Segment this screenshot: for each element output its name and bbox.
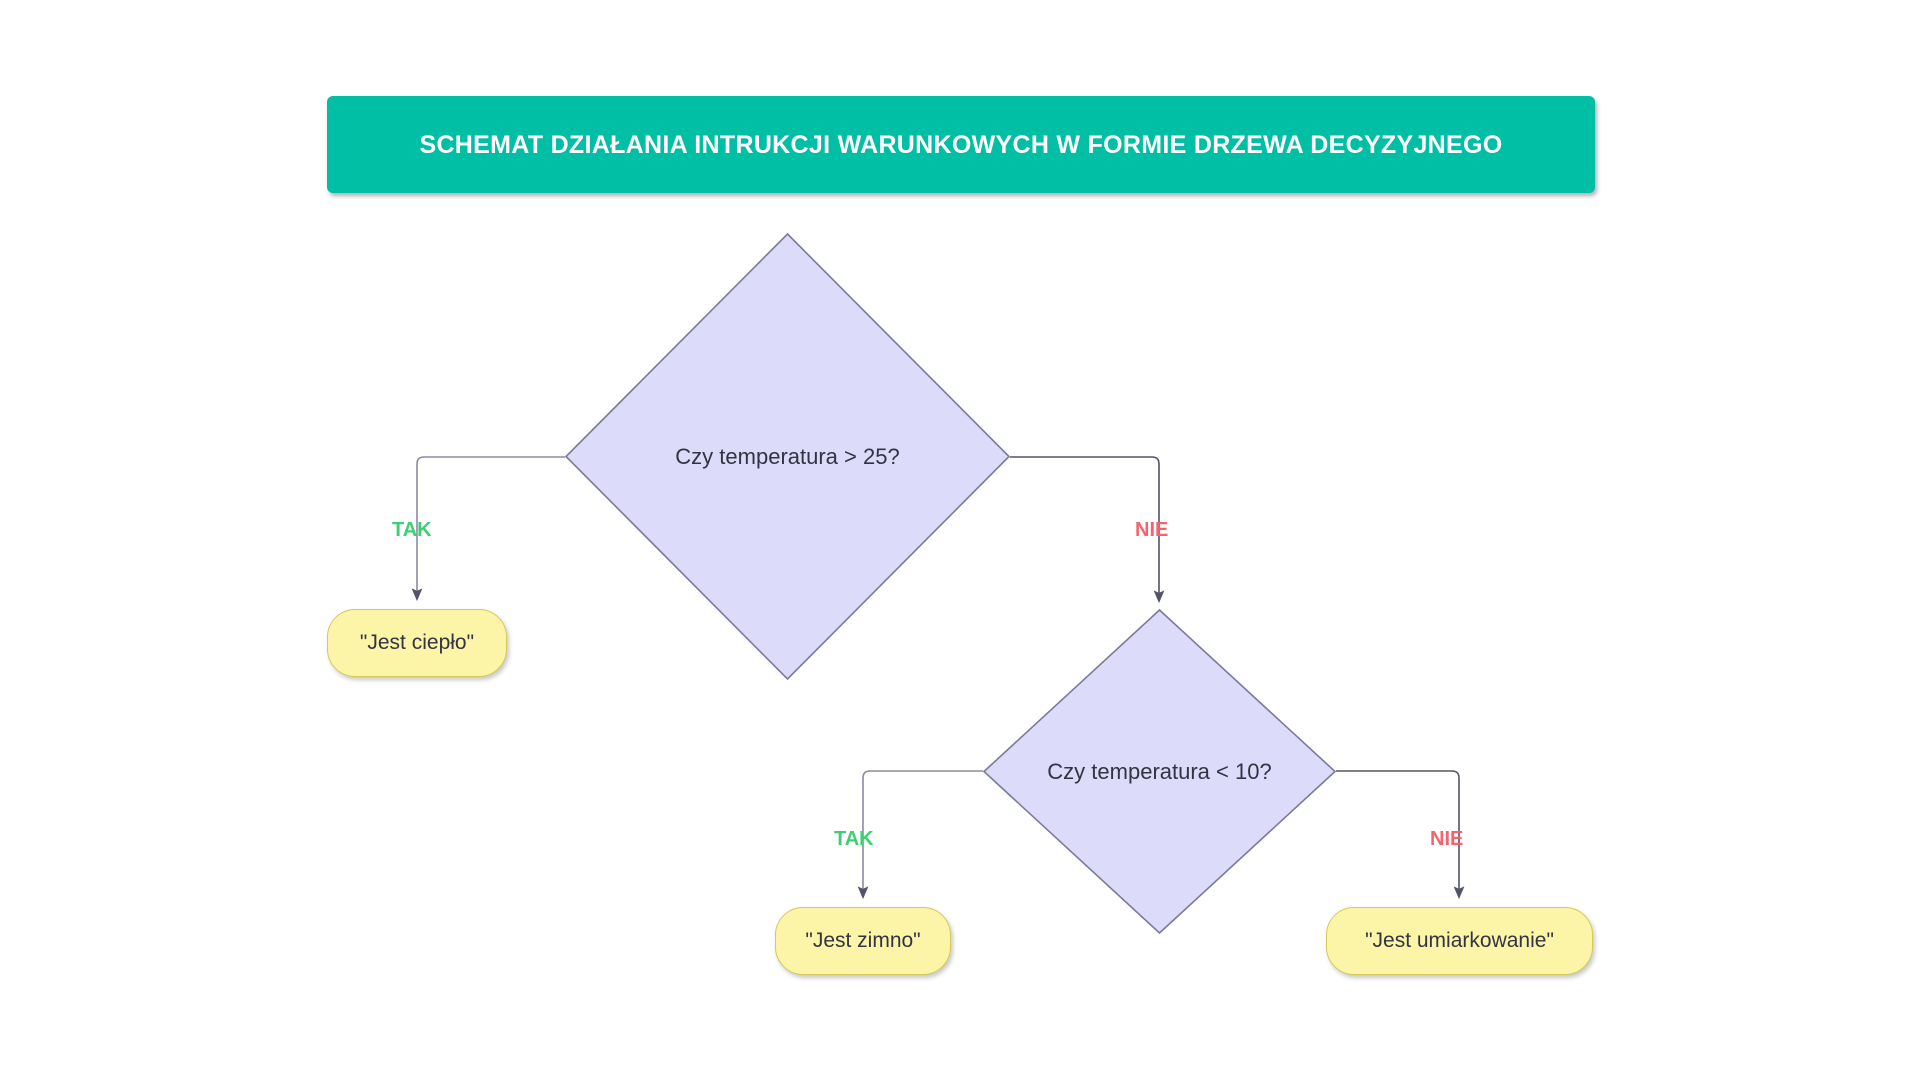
edge-path-tak-ciepo [411, 456, 565, 602]
decision-node-label: Czy temperatura < 10? [1047, 758, 1272, 784]
decision-node-temperatura-25[interactable]: Czy temperatura > 25? [564, 232, 1011, 681]
edge-path-tak-zimno [857, 770, 983, 900]
edge-label-nie-decision2: NIE [1135, 519, 1169, 541]
diamond-shape [564, 232, 1011, 681]
decision-node-temperatura-10[interactable]: Czy temperatura < 10? [982, 608, 1337, 935]
terminal-node-label: "Jest ciepło" [359, 631, 475, 654]
edge-label-tak-ciepo: TAK [392, 519, 432, 541]
page-title: SCHEMAT DZIAŁANIA INTRUKCJI WARUNKOWYCH … [419, 130, 1503, 159]
decision-node-label: Czy temperatura > 25? [675, 443, 900, 469]
edge-label-tak-zimno: TAK [834, 828, 874, 850]
terminal-node-label: "Jest umiarkowanie" [1365, 929, 1554, 952]
diamond-shape [982, 608, 1337, 935]
terminal-node-jest-cieplo[interactable]: "Jest ciepło" [327, 609, 507, 677]
diagram-title-banner: SCHEMAT DZIAŁANIA INTRUKCJI WARUNKOWYCH … [327, 96, 1595, 193]
terminal-node-jest-umiarkowanie[interactable]: "Jest umiarkowanie" [1326, 907, 1593, 975]
edge-label-nie-umiarkowanie: NIE [1430, 828, 1464, 850]
terminal-node-jest-zimno[interactable]: "Jest zimno" [775, 907, 951, 975]
terminal-node-label: "Jest zimno" [805, 929, 921, 952]
